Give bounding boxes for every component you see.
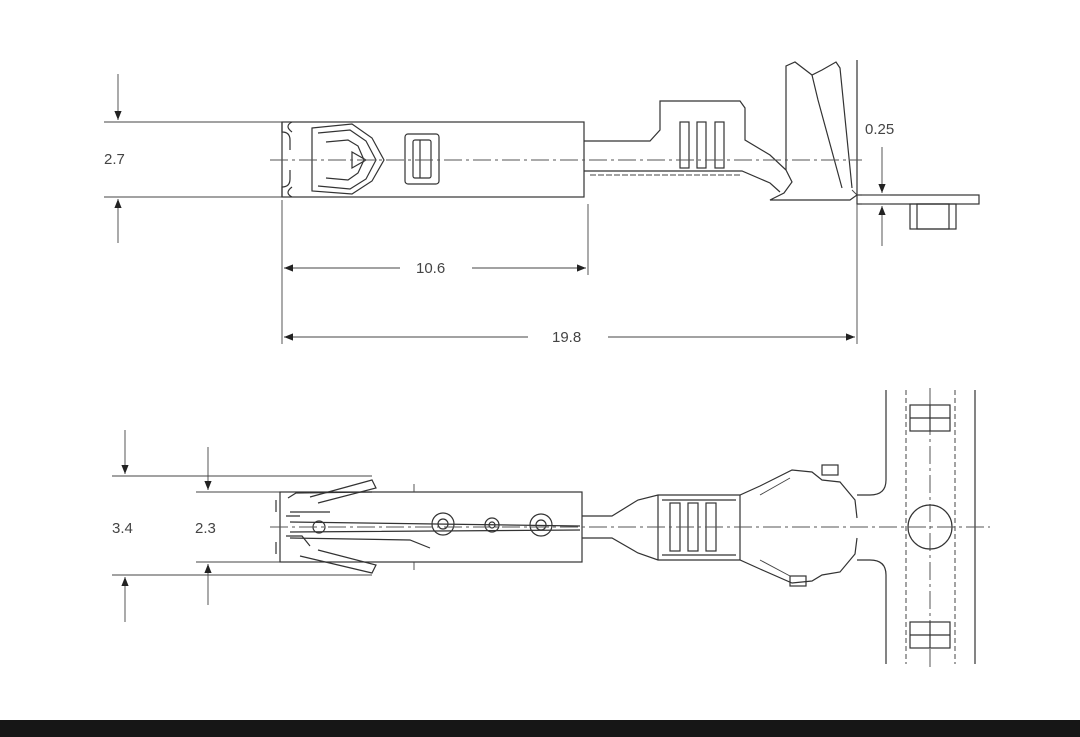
top-view bbox=[112, 388, 990, 668]
dim-top-width-inner: 2.3 bbox=[195, 520, 216, 537]
side-view bbox=[104, 60, 980, 344]
dim-inner-length: 10.6 bbox=[416, 260, 445, 277]
dim-top-width-outer: 3.4 bbox=[112, 520, 133, 537]
bottom-bar bbox=[0, 720, 1080, 737]
dim-thickness: 0.25 bbox=[865, 121, 894, 138]
dim-total-length: 19.8 bbox=[552, 329, 581, 346]
technical-drawing: 2.7 10.6 19.8 0.25 bbox=[104, 60, 990, 668]
dim-side-height: 2.7 bbox=[104, 151, 125, 168]
